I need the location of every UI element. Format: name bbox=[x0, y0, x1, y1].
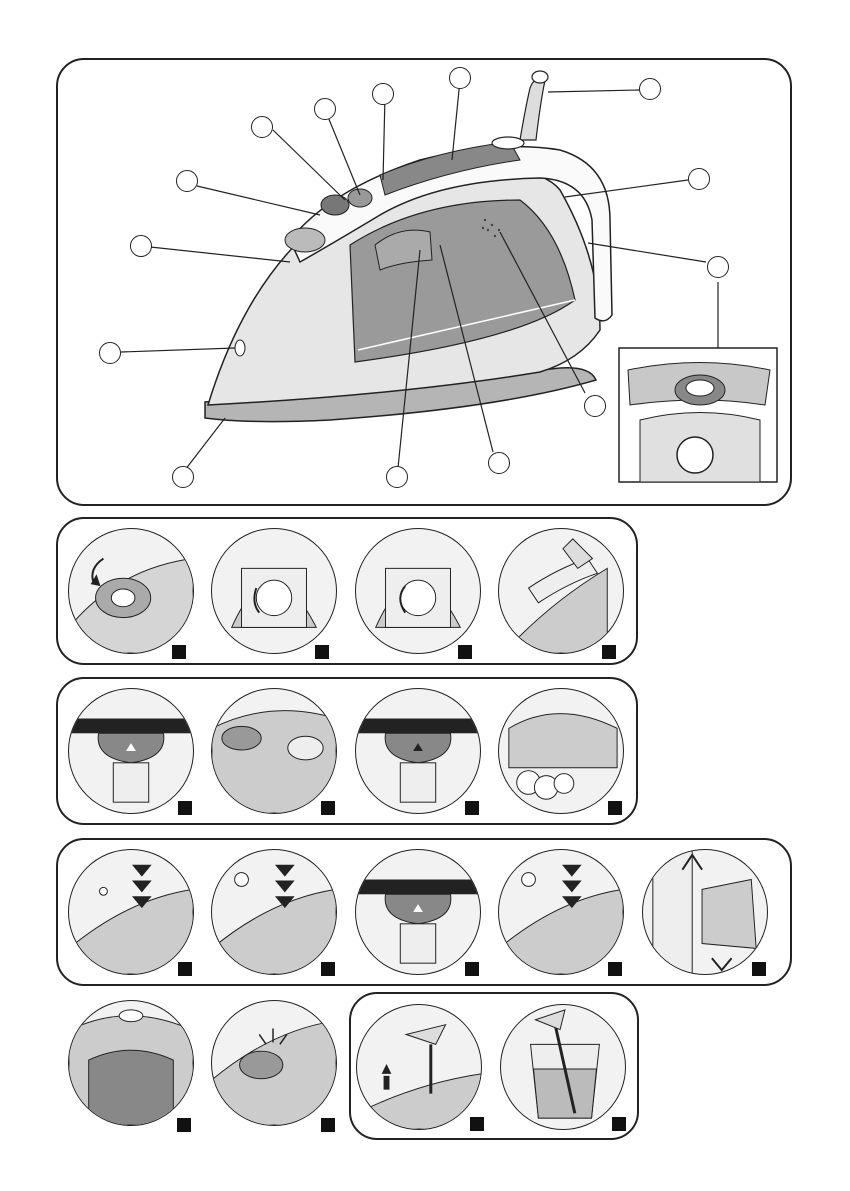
step-marker bbox=[177, 1118, 191, 1132]
step-marker bbox=[602, 645, 616, 659]
step-marker bbox=[608, 801, 622, 815]
step-marker bbox=[321, 962, 335, 976]
step-marker bbox=[470, 1117, 484, 1131]
cord-guard bbox=[520, 79, 545, 140]
step-marker bbox=[465, 801, 479, 815]
step-pour-water bbox=[498, 528, 624, 654]
step-burst-button-1 bbox=[211, 849, 337, 975]
step-marker bbox=[321, 801, 335, 815]
step-steam-burst bbox=[211, 688, 337, 814]
callout-circle-9 bbox=[707, 256, 729, 278]
step-dial-set-1 bbox=[68, 688, 194, 814]
step-marker bbox=[465, 962, 479, 976]
step-open-filler-cap bbox=[68, 528, 194, 654]
callout-circle-5 bbox=[372, 83, 394, 105]
step-spray-button bbox=[68, 849, 194, 975]
step-marker bbox=[752, 962, 766, 976]
step-marker bbox=[458, 645, 472, 659]
step-indicator-flash bbox=[211, 1000, 337, 1126]
spray-button-part bbox=[321, 195, 349, 215]
step-dial-set-2 bbox=[355, 688, 481, 814]
callout-circle-2 bbox=[176, 170, 198, 192]
step-steam-output bbox=[498, 688, 624, 814]
step-fill-tank-right bbox=[355, 528, 481, 654]
callout-circle-1 bbox=[130, 235, 152, 257]
callout-circle-12 bbox=[386, 466, 408, 488]
filler-cap-part bbox=[285, 228, 325, 252]
callout-circle-3 bbox=[251, 116, 273, 138]
callout-circle-6 bbox=[449, 67, 471, 89]
step-marker bbox=[608, 962, 622, 976]
callout-circle-11 bbox=[172, 466, 194, 488]
step-burst-button-2 bbox=[498, 849, 624, 975]
callout-circle-10 bbox=[99, 342, 121, 364]
step-dial-set-3 bbox=[355, 849, 481, 975]
step-remove-anticalc-rod bbox=[356, 1004, 482, 1130]
step-marker bbox=[321, 1118, 335, 1132]
steam-burst-button-part bbox=[348, 189, 372, 207]
step-marker bbox=[612, 1117, 626, 1131]
step-fill-tank-left bbox=[211, 528, 337, 654]
callout-circle-13 bbox=[488, 452, 510, 474]
step-soak-rod-in-vinegar bbox=[500, 1004, 626, 1130]
step-rear-closeup bbox=[68, 1000, 194, 1126]
indicator-light-part bbox=[235, 340, 245, 356]
callout-circle-8 bbox=[688, 168, 710, 190]
callout-circle-14 bbox=[584, 395, 606, 417]
callout-circle-4 bbox=[314, 98, 336, 120]
callout-circle-7 bbox=[639, 78, 661, 100]
step-vertical-steam bbox=[642, 849, 768, 975]
step-marker bbox=[172, 645, 186, 659]
step-marker bbox=[178, 801, 192, 815]
step-marker bbox=[178, 962, 192, 976]
step-marker bbox=[315, 645, 329, 659]
